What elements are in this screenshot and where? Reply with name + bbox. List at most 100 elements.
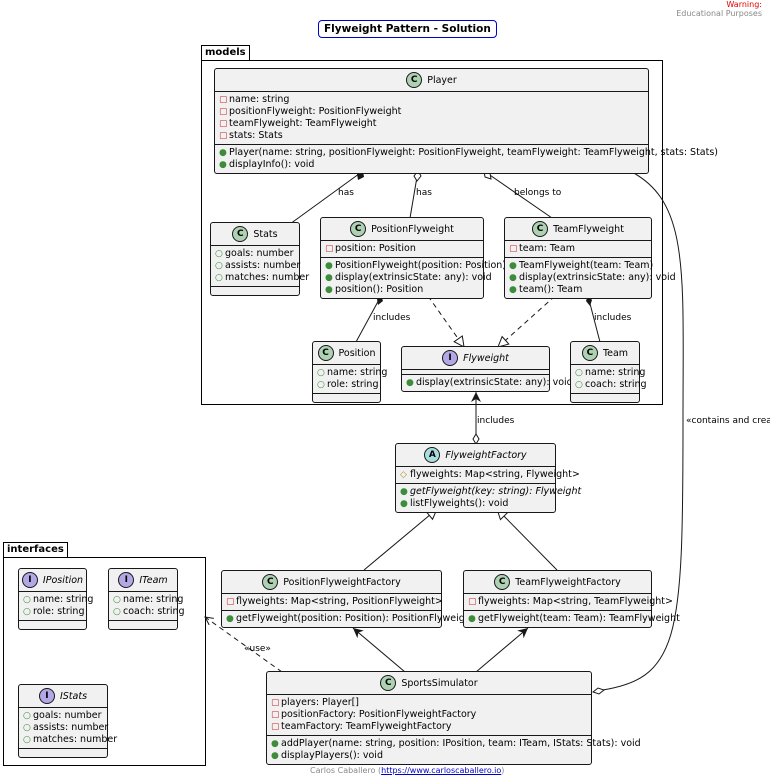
class-name: TeamFlyweight <box>553 223 624 235</box>
label-use: «use» <box>244 644 271 654</box>
class-stereotype-icon: C <box>350 221 367 237</box>
field: flyweights: Map<string, PositionFlyweigh… <box>236 596 443 607</box>
field: teamFactory: TeamFlyweightFactory <box>281 721 452 732</box>
method: team(): Team <box>519 284 583 295</box>
relation-simulator-uses-interfaces <box>205 617 283 673</box>
field: positionFactory: PositionFlyweightFactor… <box>281 709 477 720</box>
class-stereotype-icon: I <box>38 688 55 704</box>
method: getFlyweight(key: string): Flyweight <box>410 486 582 497</box>
relation-teamfactory-extends-flyweightfactory <box>497 509 558 571</box>
class-name: ITeam <box>139 574 168 586</box>
diamond-flyweightfactory-flyweight <box>472 433 480 445</box>
method: PositionFlyweight(position: Position) <box>335 260 506 271</box>
class-name: Stats <box>253 228 278 240</box>
field: coach: string <box>585 379 647 390</box>
field: position: Position <box>335 243 416 254</box>
relation-positionflyweight-position <box>355 295 382 343</box>
label-includes-team: includes <box>594 313 632 323</box>
method: display(extrinsicState: any): void <box>416 377 573 388</box>
package-interfaces <box>3 557 206 766</box>
footer-author: Carlos Caballero ( <box>310 766 382 775</box>
class-stereotype-icon: C <box>581 345 598 361</box>
class-stereotype-icon: I <box>118 572 135 588</box>
class-stereotype-icon: C <box>380 675 397 691</box>
warning-label: Warning: <box>726 0 762 9</box>
method: TeamFlyweight(team: Team) <box>519 260 654 271</box>
label-includes-flyweight: includes <box>477 416 515 426</box>
field: assists: number <box>33 722 109 733</box>
relation-positionflyweight-realizes-flyweight <box>427 295 464 347</box>
label-has-position: has <box>416 188 432 198</box>
class-stereotype-icon: I <box>442 350 459 366</box>
method: display(extrinsicState: any): void <box>335 272 492 283</box>
class-name: Player <box>427 74 457 86</box>
field: goals: number <box>33 710 102 721</box>
package-models <box>201 60 663 405</box>
relation-simulator-positionfactory <box>352 627 406 673</box>
warning-sublabel: Educational Purposes <box>676 9 762 18</box>
class-name: FlyweightFactory <box>445 449 527 461</box>
method: getFlyweight(team: Team): TeamFlyweight <box>478 613 680 624</box>
class-name: Flyweight <box>463 352 509 364</box>
method: displayPlayers(): void <box>281 750 383 761</box>
relation-player-teamflyweight <box>483 170 553 219</box>
footer-link[interactable]: https://www.carloscaballero.io <box>381 766 502 775</box>
class-stereotype-icon: C <box>232 226 249 242</box>
field: name: string <box>585 367 646 378</box>
field: goals: number <box>225 248 294 259</box>
diagram-title: Flyweight Pattern - Solution <box>318 20 497 38</box>
field: role: string <box>327 379 379 390</box>
method: display(extrinsicState: any): void <box>519 272 676 283</box>
label-belongs-to: belongs to <box>514 188 562 198</box>
method: Player(name: string, positionFlyweight: … <box>229 147 719 158</box>
field: name: string <box>123 594 184 605</box>
label-contains-and-create: «contains and create» <box>686 416 770 426</box>
label-includes-position: includes <box>373 313 411 323</box>
label-has-stats: has <box>338 188 354 198</box>
field: positionFlyweight: PositionFlyweight <box>229 106 402 117</box>
class-stereotype-icon: C <box>317 345 334 361</box>
field: team: Team <box>519 243 575 254</box>
field: teamFlyweight: TeamFlyweight <box>229 118 377 129</box>
field: flyweights: Map<string, Flyweight> <box>410 469 580 480</box>
footer-credit: Carlos Caballero (https://www.carloscaba… <box>310 766 504 775</box>
method: position(): Position <box>335 284 424 295</box>
field: matches: number <box>225 272 310 283</box>
class-stereotype-icon: C <box>406 72 423 88</box>
diamond-simulator-player <box>591 687 606 695</box>
watermark-warning: Warning: Educational Purposes <box>676 0 762 18</box>
method: displayInfo(): void <box>229 159 315 170</box>
relation-simulator-contains-player <box>595 169 684 692</box>
method: getFlyweight(position: Position): Positi… <box>236 613 475 624</box>
relation-positionfactory-extends-flyweightfactory <box>363 509 437 571</box>
method: addPlayer(name: string, position: IPosit… <box>281 738 641 749</box>
field: role: string <box>33 606 85 617</box>
relation-simulator-teamfactory <box>475 627 529 673</box>
field: coach: string <box>123 606 185 617</box>
class-stereotype-icon: A <box>424 447 441 463</box>
class-name: SportsSimulator <box>401 677 478 689</box>
field: matches: number <box>33 734 118 745</box>
relation-player-stats <box>289 170 364 225</box>
field: name: string <box>33 594 94 605</box>
package-models-tab: models <box>201 45 250 60</box>
class-stereotype-icon: C <box>262 574 279 590</box>
footer-close: ) <box>501 766 505 775</box>
method: listFlyweights(): void <box>410 498 509 509</box>
class-stereotype-icon: I <box>21 572 38 588</box>
field: name: string <box>229 94 290 105</box>
package-interfaces-tab: interfaces <box>3 542 68 557</box>
class-stereotype-icon: C <box>532 221 549 237</box>
